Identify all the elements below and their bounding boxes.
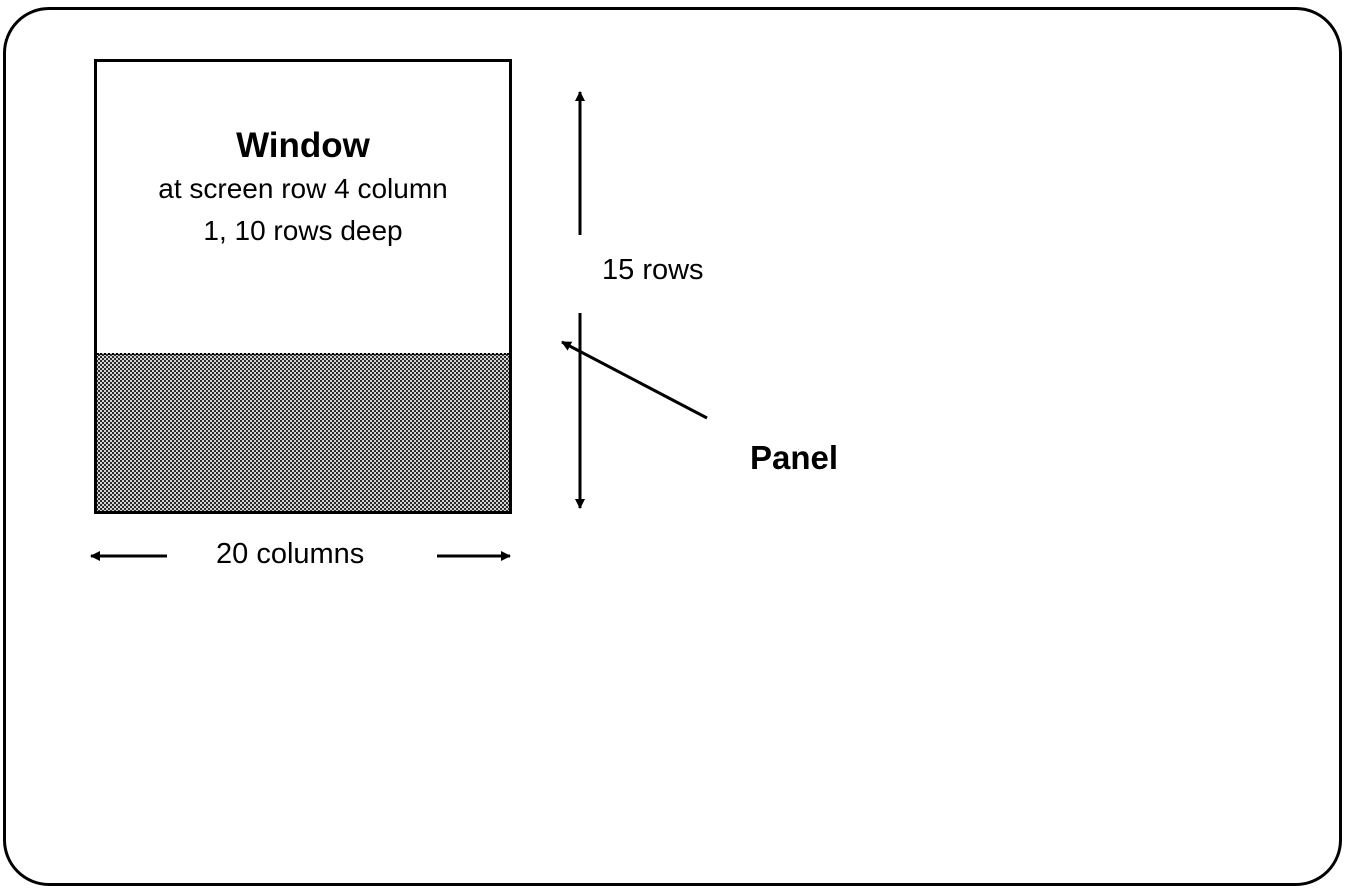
- window-description: at screen row 4 column 1, 10 rows deep: [158, 173, 448, 246]
- rows-label: 15 rows: [602, 254, 704, 286]
- window-text: Window at screen row 4 column 1, 10 rows…: [97, 124, 509, 252]
- panel-region: [97, 353, 509, 511]
- outer-frame: [3, 7, 1342, 886]
- columns-label: 20 columns: [216, 538, 365, 570]
- window-title: Window: [236, 126, 370, 165]
- window-box: Window at screen row 4 column 1, 10 rows…: [94, 59, 512, 514]
- panel-label: Panel: [750, 439, 839, 476]
